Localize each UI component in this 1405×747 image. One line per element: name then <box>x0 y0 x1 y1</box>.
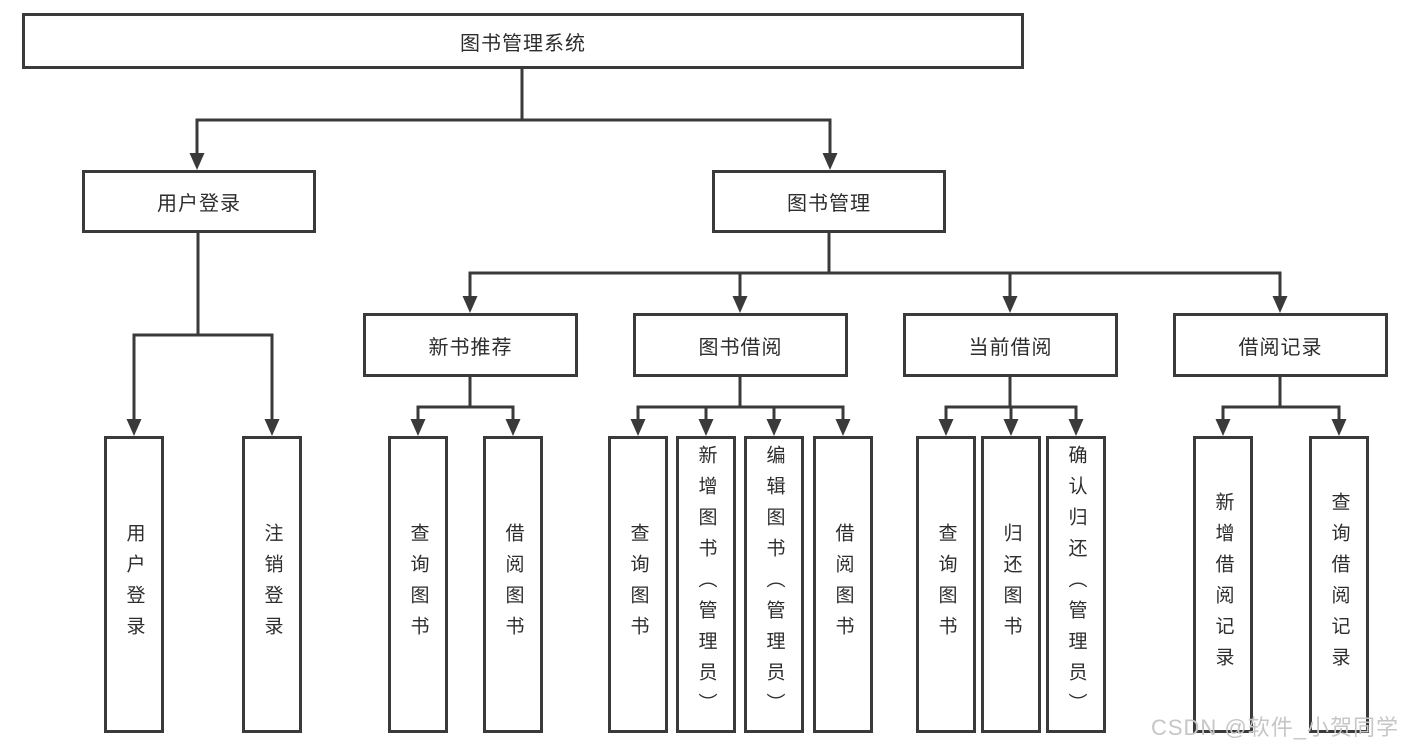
node-book-management: 图书管理 <box>712 170 946 233</box>
leaf-recommend-borrow-books: 借阅图书 <box>483 436 543 733</box>
node-current-borrowing: 当前借阅 <box>903 313 1118 377</box>
leaf-add-borrow-record: 新增借阅记录 <box>1193 436 1253 733</box>
arrowheads <box>126 153 1347 436</box>
leaf-query-borrow-record: 查询借阅记录 <box>1309 436 1369 733</box>
leaf-logout: 注销登录 <box>242 436 302 733</box>
node-new-book-recommendation: 新书推荐 <box>363 313 578 377</box>
leaf-confirm-return-admin: 确认归还（管理员） <box>1046 436 1106 733</box>
node-library-management-system: 图书管理系统 <box>22 13 1024 69</box>
node-borrowing-records: 借阅记录 <box>1173 313 1388 377</box>
node-user-login: 用户登录 <box>82 170 316 233</box>
leaf-edit-books-admin: 编辑图书（管理员） <box>744 436 804 733</box>
leaf-current-query-books: 查询图书 <box>916 436 976 733</box>
leaf-borrow-books: 借阅图书 <box>813 436 873 733</box>
leaf-borrowing-query-books: 查询图书 <box>608 436 668 733</box>
leaf-return-books: 归还图书 <box>981 436 1041 733</box>
node-book-borrowing: 图书借阅 <box>633 313 848 377</box>
csdn-watermark: CSDN @软件_小贺同学 <box>1150 715 1399 740</box>
leaf-recommend-query-books: 查询图书 <box>388 436 448 733</box>
leaf-user-login: 用户登录 <box>104 436 164 733</box>
leaf-add-books-admin: 新增图书（管理员） <box>676 436 736 733</box>
